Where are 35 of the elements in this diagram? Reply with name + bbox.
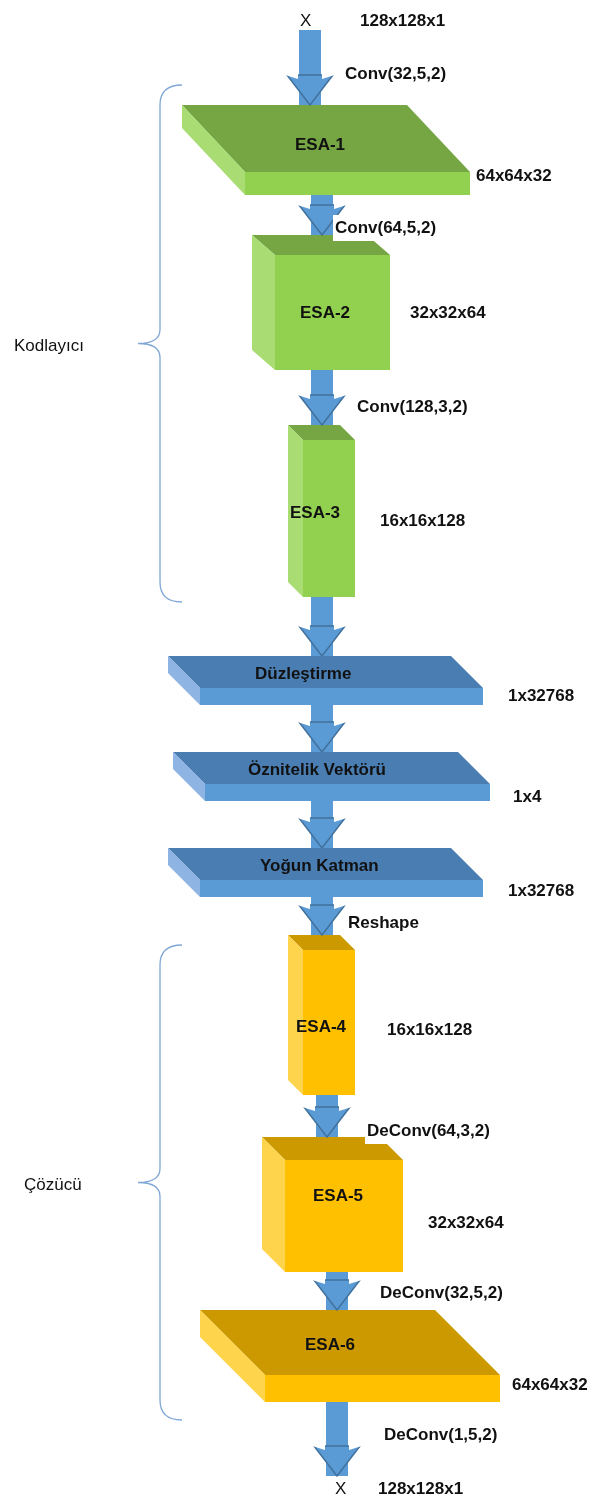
dimension-text: 64x64x32 (476, 165, 552, 187)
block-arrow (298, 370, 346, 426)
block-arrow (298, 801, 346, 849)
dimension-text: 1x32768 (508, 685, 575, 707)
dimension-text: 128x128x1 (360, 10, 446, 32)
group-label: Çözücü (24, 1173, 82, 1196)
layer-name: Yoğun Katman (260, 855, 379, 877)
dimension-text: 32x32x64 (428, 1212, 504, 1234)
layer-name: ESA-5 (313, 1185, 364, 1207)
block-arrow (298, 897, 346, 936)
block-arrow (286, 30, 334, 106)
layer-name: ESA-3 (290, 502, 341, 524)
layer-name: Düzleştirme (255, 663, 352, 685)
variable-name: X (300, 10, 312, 32)
layer-name: ESA-4 (296, 1016, 347, 1038)
layer-name: ESA-2 (300, 302, 351, 324)
layer-name: ESA-6 (305, 1334, 356, 1356)
block-arrow (303, 1095, 351, 1138)
dimension-text: 64x64x32 (512, 1374, 588, 1396)
dimension-text: 32x32x64 (410, 302, 486, 324)
edge-label: Conv(64,5,2) (333, 215, 439, 241)
dimension-text: 128x128x1 (378, 1478, 464, 1500)
block-arrow (298, 705, 346, 753)
dimension-text: 16x16x128 (380, 510, 466, 532)
block-arrow (313, 1272, 361, 1311)
layer-name: ESA-1 (295, 134, 346, 156)
block-arrow (298, 597, 346, 657)
dimension-text: 1x32768 (508, 880, 575, 902)
variable-name: X (335, 1478, 347, 1500)
layer-name: Öznitelik Vektörü (248, 759, 386, 781)
group-label: Kodlayıcı (14, 334, 84, 357)
dimension-text: 1x4 (513, 786, 542, 808)
block-arrow (313, 1402, 361, 1477)
block-arrow (298, 195, 346, 236)
dimension-text: 16x16x128 (387, 1019, 473, 1041)
